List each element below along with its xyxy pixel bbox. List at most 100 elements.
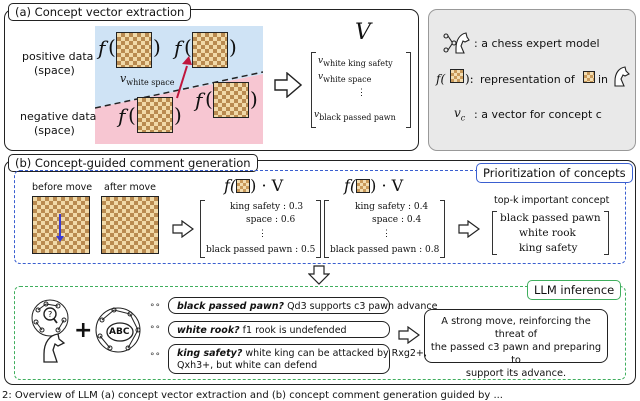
bubble-2-concept: king safety? <box>177 348 243 359</box>
v-white-space-sub: white space <box>126 78 175 88</box>
topk-item-1: white rook <box>519 227 576 239</box>
board-neg-2 <box>213 82 249 118</box>
board-pos-2 <box>192 32 228 68</box>
output-comment-box: A strong move, reinforcing the threat of… <box>424 309 608 379</box>
paren-close-pos-1: ) <box>153 35 161 59</box>
f-symbol-neg-1: f <box>118 104 126 128</box>
f-symbol-pos-1: f <box>98 36 106 60</box>
legend-vc-symbol: v <box>454 106 461 120</box>
direction-arrowhead <box>182 56 192 65</box>
concept-bubble-1: white rook? f1 rook is undefended <box>168 321 390 338</box>
formula-1-suffix: ) · V <box>250 176 284 195</box>
legend-vc-sub: c <box>460 113 466 123</box>
score2-row-3: black passed pawn : 0.8 <box>330 245 440 255</box>
matrix-bracket-right <box>406 52 411 128</box>
hollow-arrow-to-matrix <box>274 72 302 98</box>
paren-close-neg-1: ) <box>174 103 182 127</box>
chess-expert-model-icon <box>443 32 470 54</box>
matrix-row-3: vblack passed pawn <box>314 110 396 122</box>
topk-title: top-k important concept <box>494 195 610 206</box>
output-line-0: A strong move, reinforcing the threat of <box>441 316 591 340</box>
score2-row-2: ⋮ <box>382 229 391 239</box>
score1-row-1: space : 0.6 <box>246 215 296 225</box>
matrix-row-3-v: v <box>314 110 320 120</box>
matrix-row-1-sub: white space <box>323 74 372 84</box>
negative-label: negative data <box>20 110 97 123</box>
matrix-row-1-v: v <box>318 72 324 82</box>
abc-label: ABC <box>109 327 130 337</box>
legend-rep-suffix: ): <box>465 72 474 86</box>
output-line-2: support its advance. <box>465 368 567 379</box>
paren-open-neg-1: ( <box>128 103 136 127</box>
legend-expert-text: : a chess expert model <box>474 37 600 50</box>
score1-row-3: black passed pawn : 0.5 <box>206 245 316 255</box>
legend-rep-text: representation of <box>480 73 575 86</box>
legend-vc-text: : a vector for concept c <box>474 108 602 121</box>
figure-caption: 2: Overview of LLM (a) concept vector ex… <box>2 390 503 401</box>
f-symbol-neg-2: f <box>195 88 203 112</box>
llm-inference-box <box>14 286 626 380</box>
panel-a-title: (a) Concept vector extraction <box>8 3 192 21</box>
bubble-2-text2: Qxh3+, but white can defend <box>177 360 318 371</box>
direction-arrow <box>176 65 188 99</box>
matrix-row-0-v: v <box>318 56 324 66</box>
matrix-title: V <box>355 20 371 45</box>
hollow-arrow-to-scores <box>172 220 194 238</box>
v-white-space-label: vwhite space <box>120 72 174 87</box>
thought-dots-3: °° <box>150 352 161 362</box>
board-neg-1 <box>137 97 173 133</box>
svg-text:?: ? <box>48 310 52 319</box>
score2-row-0: king safety : 0.4 <box>355 202 429 212</box>
formula-2-suffix: ) · V <box>370 176 404 195</box>
panel-b-title: (b) Concept-guided comment generation <box>8 154 258 172</box>
board-pos-1 <box>116 32 152 68</box>
matrix-row-0-sub: white king safety <box>323 58 393 68</box>
f-symbol-pos-2: f <box>174 36 182 60</box>
knight-icon <box>43 333 66 363</box>
matrix-row-3-sub: black passed pawn <box>319 112 396 122</box>
after-move-label: after move <box>104 182 157 193</box>
bubble-1-concept: white rook? <box>177 325 240 336</box>
positive-sub: (space) <box>34 64 75 77</box>
matrix-row-2-v: ⋮ <box>357 88 366 98</box>
bubble-2-text: white king can be attacked by Rxg2+, <box>242 348 427 359</box>
paren-open-neg-2: ( <box>205 87 213 111</box>
legend-board-icon-2 <box>583 71 595 83</box>
matrix-row-2: ⋮ <box>357 88 366 98</box>
concept-bubble-0: black passed pawn? Qd3 supports c3 pawn … <box>168 297 437 314</box>
topk-item-0: black passed pawn <box>500 212 601 224</box>
llm-brain-icon <box>95 307 141 353</box>
llm-inference-title: LLM inference <box>527 280 622 300</box>
paren-open-pos-1: ( <box>108 35 116 59</box>
formula-2: f( ) · V <box>344 176 403 195</box>
hollow-arrow-to-output <box>398 326 420 344</box>
prioritization-box <box>14 170 626 264</box>
positive-label: positive data <box>22 50 94 63</box>
formula-1: f( ) · V <box>224 176 283 195</box>
formula-1-prefix: f( <box>224 176 237 195</box>
panel-comment-generation <box>4 160 636 385</box>
topk-bracket-left <box>492 211 497 255</box>
legend-knight-icon <box>614 66 630 87</box>
paren-close-pos-2: ) <box>229 35 237 59</box>
score1-bracket-left <box>200 200 205 258</box>
paren-open-pos-2: ( <box>184 35 192 59</box>
bubble-0-text: Qd3 supports c3 pawn advance <box>284 301 438 312</box>
before-move-label: before move <box>32 182 93 193</box>
v-white-space-symbol: v <box>120 72 127 85</box>
board-before-move <box>32 196 90 254</box>
bubble-0-concept: black passed pawn? <box>177 301 285 312</box>
formula-2-prefix: f( <box>344 176 357 195</box>
board-after-move <box>101 196 159 254</box>
score2-bracket-left <box>324 200 329 258</box>
plus-icon: + <box>74 318 93 343</box>
prioritization-title: Prioritization of concepts <box>476 163 633 183</box>
score1-row-0: king safety : 0.3 <box>230 202 304 212</box>
concept-bubble-2: king safety? white king can be attacked … <box>168 344 427 374</box>
matrix-bracket-left <box>311 52 316 128</box>
panel-concept-vector-extraction <box>4 9 419 151</box>
topk-bracket-right <box>604 211 609 255</box>
score2-row-1: space : 0.4 <box>372 215 422 225</box>
topk-item-2: king safety <box>519 242 578 254</box>
paren-close-neg-2: ) <box>250 87 258 111</box>
